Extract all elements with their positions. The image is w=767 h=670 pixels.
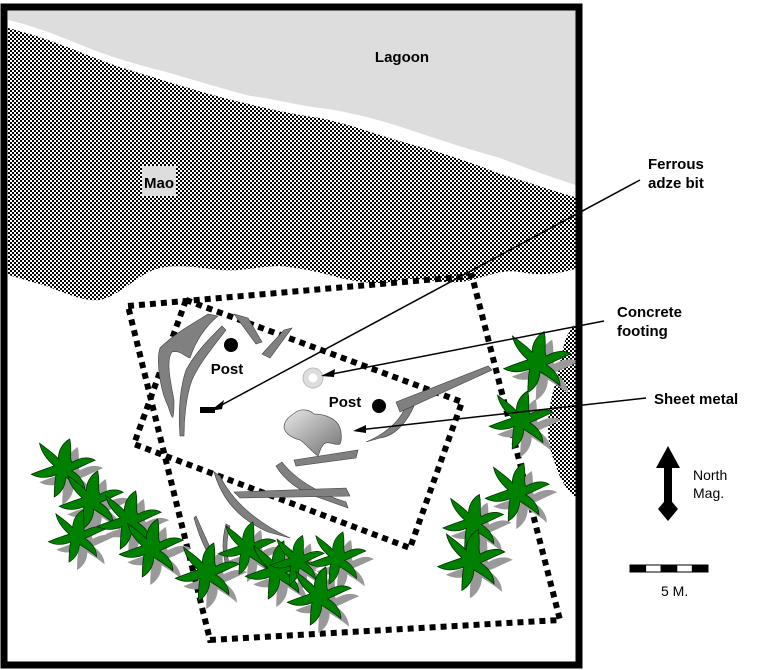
post-label-1: Post (211, 361, 244, 378)
mao-area (8, 28, 578, 301)
scale-bar-label: 5 M. (661, 583, 689, 599)
scale-bar (629, 564, 709, 573)
arrowheads (210, 369, 366, 433)
post-marker-2 (372, 399, 386, 413)
mao-label: Mao (144, 175, 174, 192)
callout-concrete-line2: footing (617, 322, 668, 340)
callout-sheet-metal: Sheet metal (654, 391, 739, 408)
excavation-boundary-inner (130, 296, 466, 552)
callout-concrete-footing: Concrete footing (617, 304, 682, 342)
concrete-footing-center (308, 373, 318, 383)
callout-ferrous-adze-bit: Ferrous adze bit (648, 156, 704, 194)
north-arrow-icon (656, 446, 680, 521)
leader-lines (215, 179, 647, 431)
lagoon-label: Lagoon (375, 49, 429, 66)
post-label-2: Post (329, 394, 362, 411)
scale-bar-segment (629, 564, 647, 573)
beach-strip (8, 20, 578, 198)
scale-bar-segment (691, 564, 709, 573)
callout-ferrous-line1: Ferrous (648, 156, 704, 173)
north-arrow-label: North Mag. (693, 467, 727, 502)
sheet-metal (283, 409, 342, 457)
map-frame (0, 3, 583, 669)
post-marker-1 (224, 338, 238, 352)
lagoon-area (8, 10, 578, 186)
north-label-line2: Mag. (693, 484, 725, 501)
callout-ferrous-line2: adze bit (648, 174, 704, 192)
ferrous-adze-bit-marker (200, 407, 215, 413)
scale-bar-segment (676, 564, 693, 573)
north-label-line1: North (693, 467, 728, 483)
scale-bar-segment (660, 564, 678, 573)
scale-bar-segment (645, 564, 662, 573)
callout-concrete-line1: Concrete (617, 304, 683, 321)
mao-label-bg (142, 166, 176, 196)
mao-area-east (548, 322, 578, 500)
